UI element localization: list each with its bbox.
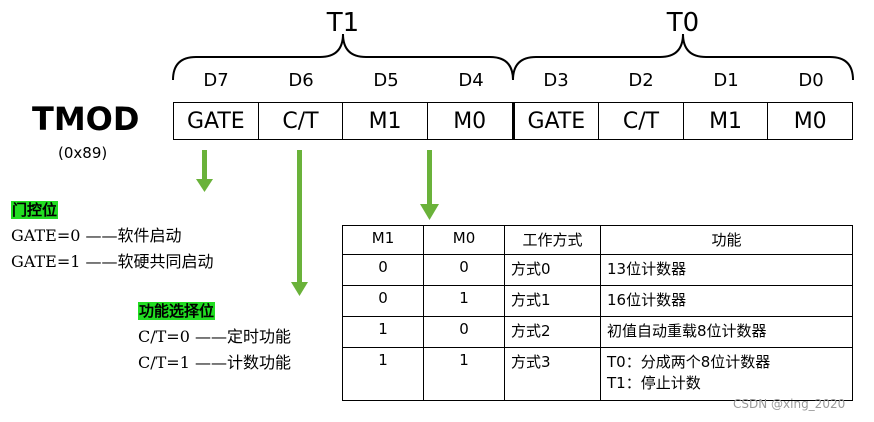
- gate-note-line-0: GATE=0 ——软件启动: [11, 226, 182, 245]
- header-m1: M1: [342, 225, 424, 255]
- header-function: 功能: [600, 225, 853, 255]
- field-gate-t1: GATE: [174, 103, 259, 139]
- ct-note-line-1: C/T=1 ——计数功能: [138, 353, 291, 372]
- table-header-row: M1 M0 工作方式 功能: [342, 225, 853, 255]
- table-row: 1 0 方式2 初值自动重载8位计数器: [342, 316, 853, 348]
- cell-m0: 1: [423, 285, 505, 317]
- table-row: 1 1 方式3 T0：分成两个8位计数器 T1：停止计数: [342, 347, 853, 401]
- cell-m0: 1: [423, 347, 505, 401]
- cell-m1: 1: [342, 347, 424, 401]
- arrow-mode: [420, 150, 439, 220]
- cell-m1: 1: [342, 316, 424, 348]
- cell-function: 初值自动重载8位计数器: [600, 316, 853, 348]
- cell-function: 13位计数器: [600, 254, 853, 286]
- cell-m1: 0: [342, 254, 424, 286]
- ct-note-title: 功能选择位: [138, 302, 216, 320]
- bit-label-d4: D4: [458, 70, 484, 91]
- header-mode: 工作方式: [504, 225, 601, 255]
- field-m1-t1: M1: [343, 103, 428, 139]
- brace-t1: [172, 33, 514, 81]
- bit-label-d6: D6: [288, 70, 314, 91]
- field-gate-t0: GATE: [515, 103, 600, 139]
- field-ct-t0: C/T: [599, 103, 684, 139]
- bit-label-d5: D5: [373, 70, 399, 91]
- cell-mode: 方式0: [504, 254, 601, 286]
- bit-label-d7: D7: [203, 70, 229, 91]
- field-m0-t0: M0: [793, 108, 827, 134]
- cell-mode: 方式3: [504, 347, 601, 401]
- watermark: CSDN @xing_2020: [733, 397, 846, 411]
- ct-note-line-0: C/T=0 ——定时功能: [138, 327, 291, 346]
- gate-note-line-1: GATE=1 ——软硬共同启动: [11, 252, 214, 271]
- header-m0: M0: [423, 225, 505, 255]
- field-m0-t1: M0: [428, 103, 515, 139]
- gate-note-title: 门控位: [11, 201, 59, 219]
- bit-label-d3: D3: [543, 70, 569, 91]
- cell-function: T0：分成两个8位计数器 T1：停止计数: [600, 347, 853, 401]
- arrow-ct: [291, 150, 308, 296]
- cell-m0: 0: [423, 254, 505, 286]
- register-address: (0x89): [58, 144, 108, 162]
- group-label-t0: T0: [666, 8, 700, 38]
- bit-label-d1: D1: [713, 70, 739, 91]
- field-m1-t0: M1: [684, 103, 769, 139]
- brace-t0: [512, 33, 854, 81]
- arrow-gate: [196, 150, 213, 192]
- cell-function: 16位计数器: [600, 285, 853, 317]
- mode-table: M1 M0 工作方式 功能 0 0 方式0 13位计数器 0 1 方式1 16位…: [342, 225, 853, 401]
- table-row: 0 0 方式0 13位计数器: [342, 254, 853, 286]
- cell-m1: 0: [342, 285, 424, 317]
- cell-function-line-0: T0：分成两个8位计数器: [607, 353, 771, 371]
- ct-note: 功能选择位 C/T=0 ——定时功能 C/T=1 ——计数功能: [138, 300, 291, 373]
- bit-label-d0: D0: [798, 70, 824, 91]
- group-label-t1: T1: [326, 8, 360, 38]
- cell-mode: 方式1: [504, 285, 601, 317]
- table-row: 0 1 方式1 16位计数器: [342, 285, 853, 317]
- field-ct-t1: C/T: [259, 103, 344, 139]
- cell-function-line-1: T1：停止计数: [607, 374, 701, 392]
- register-name: TMOD: [32, 100, 140, 138]
- cell-m0: 0: [423, 316, 505, 348]
- cell-mode: 方式2: [504, 316, 601, 348]
- bit-label-d2: D2: [628, 70, 654, 91]
- register-fields: GATE C/T M1 M0 GATE C/T M1 M0: [173, 102, 853, 140]
- gate-note: 门控位 GATE=0 ——软件启动 GATE=1 ——软硬共同启动: [11, 199, 214, 272]
